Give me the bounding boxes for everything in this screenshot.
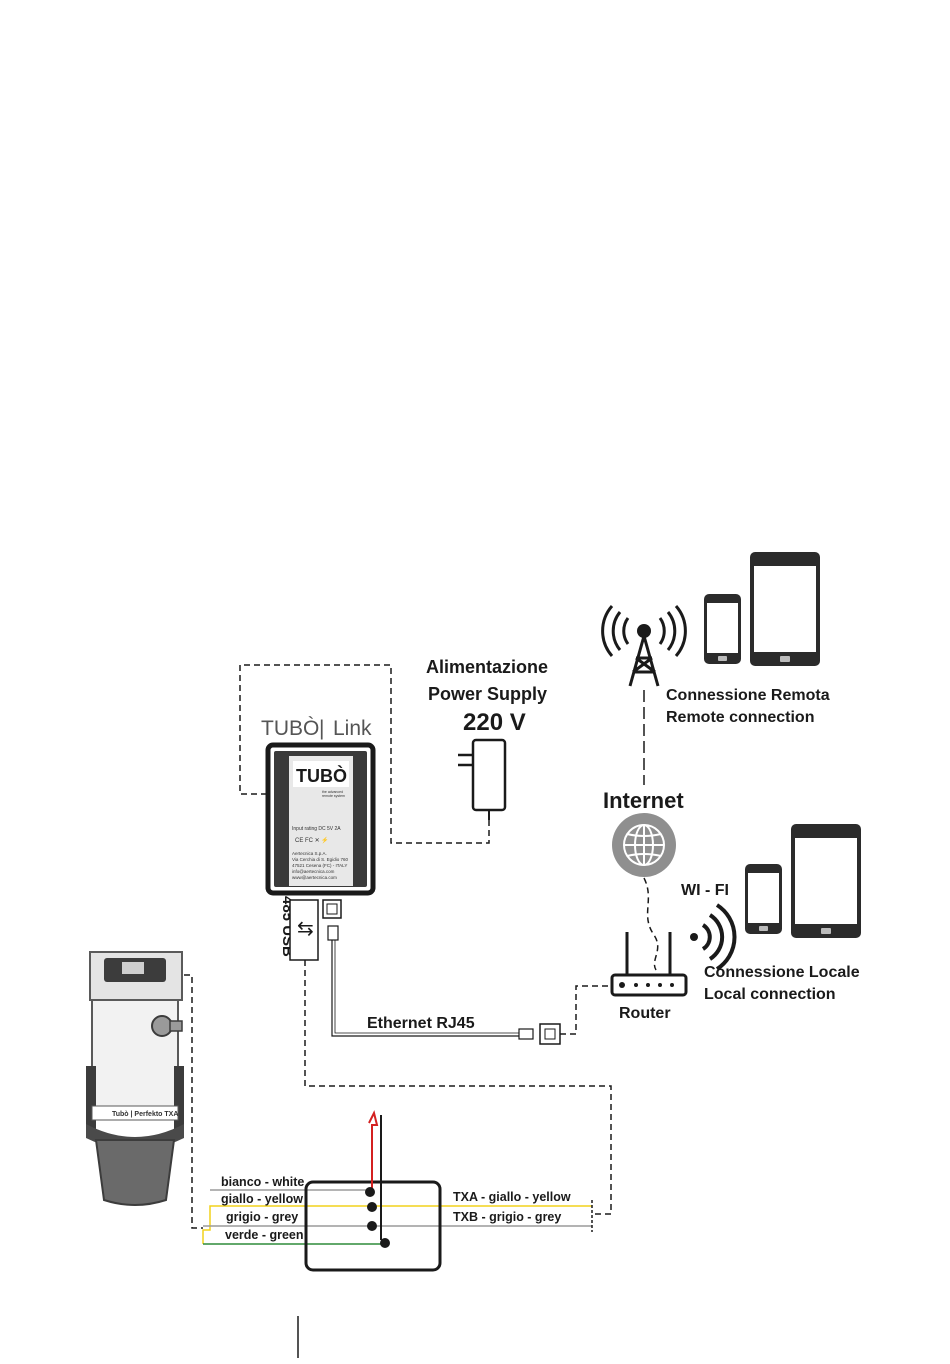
tablet-local [791, 824, 861, 938]
wire-label-white: bianco - white [221, 1175, 304, 1189]
remote-label-en: Remote connection [666, 709, 814, 726]
wifi-icon [690, 903, 737, 971]
device-brand: TUBÒ [261, 717, 319, 740]
terminal-dot-4 [380, 1238, 390, 1248]
power-adapter-icon [458, 738, 507, 820]
panel-maker-4: info@aertecnica.com [292, 869, 335, 874]
router-label: Router [619, 1005, 671, 1022]
rs485-cable [304, 960, 612, 1215]
tablet-remote [750, 552, 820, 666]
phone-local [745, 864, 782, 934]
power-cable [239, 664, 490, 844]
router-lan-link [560, 985, 612, 1035]
globe-icon [612, 813, 676, 877]
vacuum-badge: Tubò | Perfekto TXA [112, 1111, 178, 1118]
ethernet-cable [331, 940, 520, 1037]
terminal-dot-1 [365, 1187, 375, 1197]
central-vacuum-unit: Tubò | Perfekto TXA [86, 951, 184, 1206]
panel-rating: Input rating DC 5V 2A [292, 826, 341, 832]
internet-label: Internet [603, 788, 684, 813]
wire-label-txa: TXA - giallo - yellow [453, 1190, 571, 1204]
panel-tagline-1: the advanced [322, 790, 343, 794]
panel-maker-5: www@aertecnica.com [292, 875, 337, 880]
power-label-it: Alimentazione [426, 657, 548, 677]
wire-label-yellow: giallo - yellow [221, 1192, 303, 1206]
tubo-link-device [265, 742, 376, 896]
vacuum-control-link [184, 974, 203, 1229]
power-voltage: 220 V [463, 709, 526, 736]
terminal-dot-3 [367, 1221, 377, 1231]
device-product-line: Link [333, 717, 372, 740]
svg-text:⇆: ⇆ [297, 918, 314, 940]
panel-tagline-2: remote system [322, 794, 345, 798]
panel-maker-2: Via Cerchia di S. Egidio 760 [292, 857, 348, 862]
panel-logo: TUBÒ [296, 765, 347, 786]
ethernet-label: Ethernet RJ45 [367, 1015, 475, 1032]
rj45-port-icon [322, 899, 342, 941]
ethernet-cable-inner [334, 940, 520, 1034]
local-label-en: Local connection [704, 986, 836, 1003]
rj45-plug-icon [518, 1023, 561, 1045]
terminal-dot-2 [367, 1202, 377, 1212]
panel-certs: CE FC ✕ ⚡ [295, 836, 329, 844]
wire-label-txb: TXB - grigio - grey [453, 1210, 561, 1224]
remote-label-it: Connessione Remota [666, 687, 830, 704]
router-icon [610, 932, 688, 997]
usb-connector: ⇆ [289, 899, 319, 961]
router-uplink [643, 877, 659, 971]
wire-red-supply [368, 1110, 379, 1192]
wire-label-grey: grigio - grey [226, 1210, 298, 1224]
phone-remote [704, 594, 741, 664]
wifi-label: WI - FI [681, 882, 729, 899]
device-divider: | [319, 717, 324, 740]
antenna-tower-icon [601, 605, 687, 687]
panel-maker-3: 47521 Cesena (FC) - ITALY [292, 863, 347, 868]
wire-label-green: verde - green [225, 1228, 304, 1242]
wire-yellow [202, 1205, 370, 1244]
power-label-en: Power Supply [428, 684, 547, 704]
local-label-it: Connessione Locale [704, 964, 860, 981]
panel-maker-1: Aertecnica S.p.A. [292, 851, 327, 856]
